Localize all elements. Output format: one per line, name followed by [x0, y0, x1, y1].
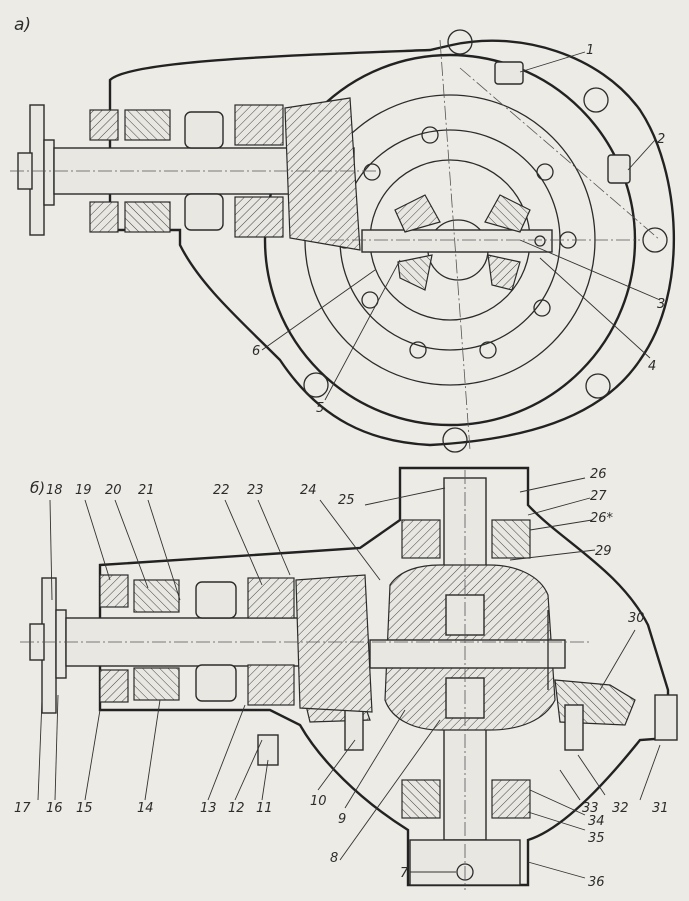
- callout-25: 25: [338, 493, 355, 508]
- callout-23: 23: [247, 483, 264, 498]
- callout-6: 6: [252, 344, 260, 359]
- callout-8: 8: [330, 851, 338, 866]
- housing-outline-a: [108, 39, 676, 447]
- callout-2: 2: [657, 132, 665, 147]
- callout-34: 34: [588, 814, 605, 829]
- cross-shaft-a: [361, 229, 553, 253]
- leaders-b: [37, 477, 661, 879]
- callout-22: 22: [213, 483, 230, 498]
- housing-bolts-a: [303, 29, 668, 453]
- leaders-a: [261, 51, 661, 401]
- callout-33: 33: [582, 801, 599, 816]
- callout-19: 19: [75, 483, 92, 498]
- callout-17: 17: [14, 801, 31, 816]
- callout-14: 14: [137, 801, 154, 816]
- callout-30: 30: [628, 611, 645, 626]
- callout-13: 13: [200, 801, 217, 816]
- callout-3: 3: [657, 297, 665, 312]
- callout-9: 9: [338, 812, 346, 827]
- callout-1: 1: [586, 43, 594, 58]
- callout-5: 5: [316, 401, 324, 416]
- callout-27: 27: [590, 489, 607, 504]
- callout-21: 21: [138, 483, 155, 498]
- callout-32: 32: [612, 801, 629, 816]
- callout-26-star: 26*: [590, 511, 614, 526]
- callout-24: 24: [300, 483, 317, 498]
- drain-plug: [607, 154, 631, 184]
- view-b-label: б): [30, 479, 45, 497]
- callout-15: 15: [76, 801, 93, 816]
- pinion-gear-a: [284, 97, 361, 251]
- housing-outline-b: [98, 466, 670, 887]
- filler-plug: [494, 61, 524, 85]
- pinion-gear-b: [295, 574, 373, 713]
- callout-12: 12: [228, 801, 245, 816]
- callout-31: 31: [652, 801, 669, 816]
- callout-10: 10: [310, 794, 327, 809]
- callout-7: 7: [400, 866, 409, 881]
- callout-29: 29: [595, 544, 612, 559]
- view-a-label: а): [14, 15, 31, 35]
- view-b: б): [14, 466, 678, 890]
- callout-35: 35: [588, 831, 605, 846]
- callout-4: 4: [648, 359, 656, 374]
- callout-20: 20: [105, 483, 122, 498]
- callout-26: 26: [590, 467, 607, 482]
- cross-shaft-b: [369, 639, 566, 669]
- callout-16: 16: [46, 801, 63, 816]
- view-a: а): [10, 15, 676, 453]
- callout-18: 18: [46, 483, 63, 498]
- callout-36: 36: [588, 875, 605, 890]
- callout-11: 11: [256, 801, 273, 816]
